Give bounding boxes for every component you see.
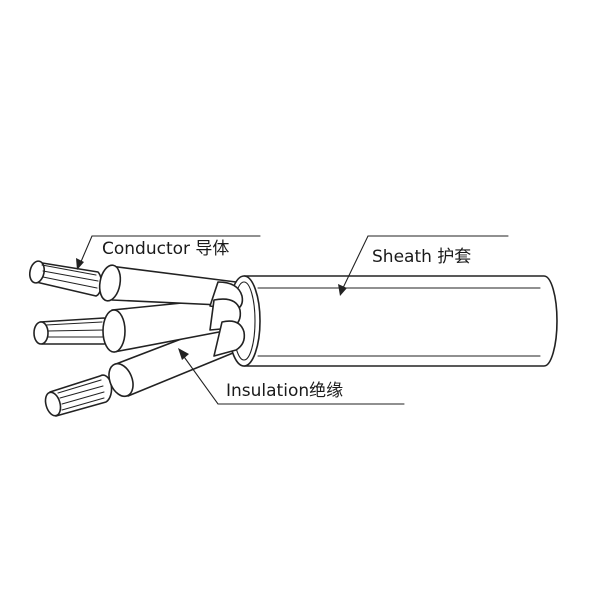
label-insulation: Insulation绝缘 [226,381,343,401]
sheath [227,275,558,367]
conductor-middle [33,317,111,345]
insulation-top [98,264,243,307]
core-ends-in-sheath [209,281,246,357]
callout-insulation [178,348,405,405]
label-conductor: Conductor 导体 [102,239,229,259]
callout-sheath [338,235,509,296]
core-top [28,260,243,307]
conductor-top [28,260,103,297]
callout-conductor [76,235,261,270]
arrowhead-icon [178,348,189,360]
label-sheath: Sheath 护套 [372,247,471,267]
conductor-bottom [44,374,113,417]
arrowhead-icon [338,284,347,296]
arrowhead-icon [76,258,84,270]
